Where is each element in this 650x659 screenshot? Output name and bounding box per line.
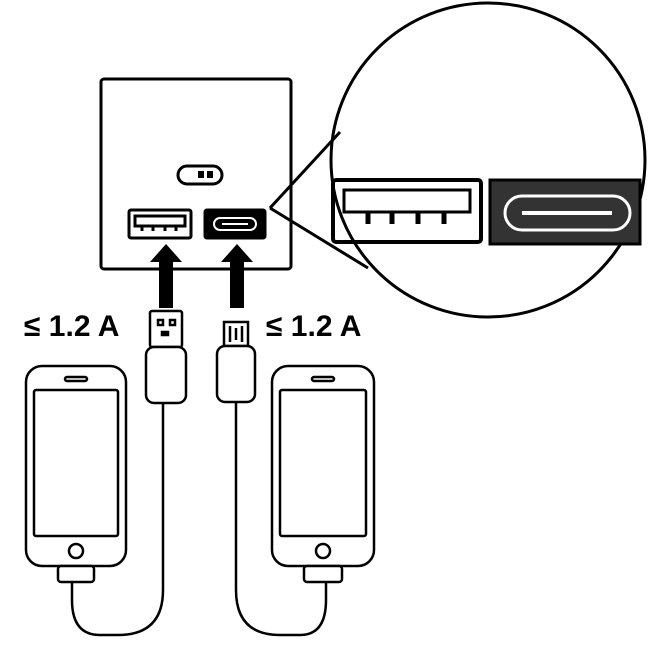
micro-usb-plug bbox=[215, 320, 328, 637]
charging-panel bbox=[99, 77, 293, 271]
usb-a-current-label: ≤ 1.2 A bbox=[24, 310, 120, 343]
arrow-up-icon bbox=[221, 244, 253, 308]
magnifier-pointer bbox=[268, 130, 369, 270]
magnifier-circle bbox=[329, 1, 647, 319]
usb-c-port bbox=[203, 208, 267, 240]
usb-c-port-zoomed bbox=[488, 178, 642, 246]
indicator-icon bbox=[176, 164, 224, 186]
usb-a-plug bbox=[70, 309, 188, 637]
smartphone-right bbox=[270, 364, 376, 584]
arrow-up-icon bbox=[150, 244, 182, 308]
usb-a-port bbox=[127, 208, 193, 240]
usb-a-port-zoomed bbox=[331, 178, 483, 244]
usb-c-current-label: ≤ 1.2 A bbox=[266, 310, 362, 343]
smartphone-left bbox=[24, 364, 128, 584]
